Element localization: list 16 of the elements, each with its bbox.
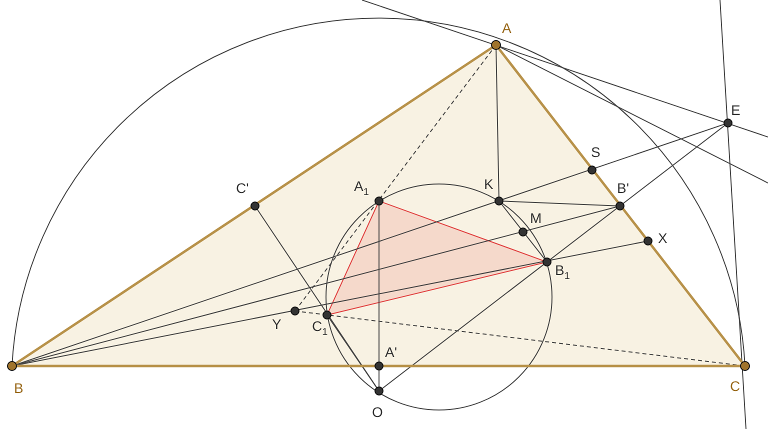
- point-label: X: [658, 230, 668, 246]
- point-label: A: [502, 20, 512, 36]
- point-label: A$_{1}$: [354, 178, 369, 200]
- point-label: M: [530, 210, 542, 226]
- point-label: B': [617, 180, 630, 196]
- point-label: C': [236, 180, 249, 196]
- point-label: C: [730, 378, 740, 394]
- point-label: K: [484, 176, 494, 192]
- point-label: E: [731, 102, 740, 118]
- point-label: B: [14, 380, 24, 396]
- point-label: S: [591, 144, 600, 160]
- point-label: A': [385, 344, 398, 360]
- point-label: B$_{1}$: [555, 262, 570, 284]
- point-label: Y: [272, 316, 282, 332]
- point-label: C$_{1}$: [312, 318, 328, 340]
- point-label: O: [372, 404, 383, 420]
